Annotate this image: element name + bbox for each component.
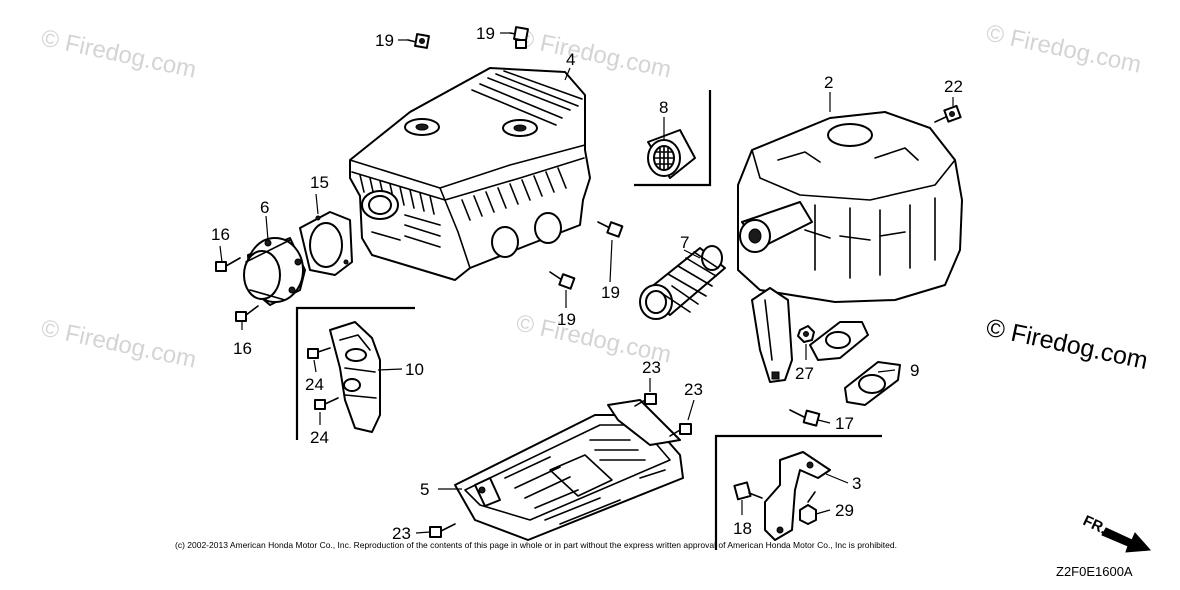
bolt-24 bbox=[314, 397, 339, 410]
watermarks: © Firedog.com © Firedog.com © Firedog.co… bbox=[39, 19, 1151, 375]
callout-22: 22 bbox=[944, 77, 963, 96]
bracket-part-3 bbox=[764, 451, 831, 541]
nut-27 bbox=[797, 325, 815, 343]
callout-24: 24 bbox=[310, 428, 329, 447]
callout-27: 27 bbox=[795, 364, 814, 383]
bolt-18 bbox=[733, 481, 763, 501]
nut-29 bbox=[799, 491, 817, 525]
watermark: © Firedog.com bbox=[984, 19, 1144, 78]
bolt-16 bbox=[215, 257, 241, 272]
callout-17: 17 bbox=[835, 414, 854, 433]
callout-24: 24 bbox=[305, 375, 324, 394]
callout-3: 3 bbox=[852, 474, 861, 493]
gasket-part-15 bbox=[299, 211, 353, 276]
watermark: © Firedog.com bbox=[39, 314, 199, 373]
bolt-23 bbox=[634, 393, 657, 407]
group-brackets bbox=[295, 90, 882, 550]
bolt-24 bbox=[307, 347, 331, 359]
callout-19: 19 bbox=[601, 283, 620, 302]
muffler-protector-part-4 bbox=[349, 67, 591, 281]
watermark: © Firedog.com bbox=[39, 24, 199, 83]
callout-16: 16 bbox=[233, 339, 252, 358]
front-direction-indicator: FR. bbox=[1080, 512, 1152, 553]
bolt-17 bbox=[789, 409, 821, 427]
leader-lines bbox=[219, 32, 954, 534]
callout-19: 19 bbox=[375, 31, 394, 50]
callout-8: 8 bbox=[659, 98, 668, 117]
callout-7: 7 bbox=[680, 233, 689, 252]
gasket-part-9 bbox=[844, 361, 901, 406]
callout-10: 10 bbox=[405, 360, 424, 379]
callout-4: 4 bbox=[566, 50, 575, 69]
callout-2: 2 bbox=[824, 73, 833, 92]
callout-23: 23 bbox=[642, 358, 661, 377]
bolt-19 bbox=[597, 221, 624, 238]
bolt-23 bbox=[429, 523, 456, 538]
callout-5: 5 bbox=[420, 480, 429, 499]
callout-19: 19 bbox=[557, 310, 576, 329]
callout-18: 18 bbox=[733, 519, 752, 538]
spark-arrester-cap-part-6 bbox=[243, 237, 306, 306]
lower-plate-part-5 bbox=[454, 399, 684, 541]
group-bracket-bracket bbox=[714, 434, 882, 550]
callout-9: 9 bbox=[910, 361, 919, 380]
callout-23: 23 bbox=[392, 524, 411, 543]
callout-16: 16 bbox=[211, 225, 230, 244]
callout-6: 6 bbox=[260, 198, 269, 217]
gasket-near-muffler bbox=[809, 321, 869, 361]
bolt-19 bbox=[549, 271, 576, 290]
muffler-bracket bbox=[751, 287, 793, 383]
copyright-notice: (c) 2002-2013 American Honda Motor Co., … bbox=[175, 540, 897, 550]
callout-29: 29 bbox=[835, 501, 854, 520]
muffler-part-2 bbox=[737, 111, 963, 303]
front-arrow-icon bbox=[1101, 527, 1152, 553]
diagram-code: Z2F0E1600A bbox=[1056, 564, 1133, 579]
bolt-22 bbox=[934, 104, 962, 123]
watermark-dark: © Firedog.com bbox=[984, 313, 1151, 375]
callout-15: 15 bbox=[310, 173, 329, 192]
group-bracket-heat-shield bbox=[295, 306, 415, 440]
heat-shield-part-10 bbox=[329, 321, 381, 433]
bolt-19 bbox=[509, 26, 529, 49]
callout-23: 23 bbox=[684, 380, 703, 399]
bolts bbox=[215, 26, 962, 538]
grommet-part-8 bbox=[647, 129, 696, 179]
bolt-16 bbox=[235, 305, 259, 322]
bolt-23 bbox=[669, 423, 692, 437]
callout-numbers: 19 19 4 2 22 8 15 6 16 7 19 19 16 10 24 … bbox=[211, 24, 963, 543]
group-bracket-grommet bbox=[634, 90, 712, 187]
spark-arrester-screen-part-7 bbox=[639, 245, 726, 320]
callout-19: 19 bbox=[476, 24, 495, 43]
bolt-19 bbox=[407, 33, 430, 49]
